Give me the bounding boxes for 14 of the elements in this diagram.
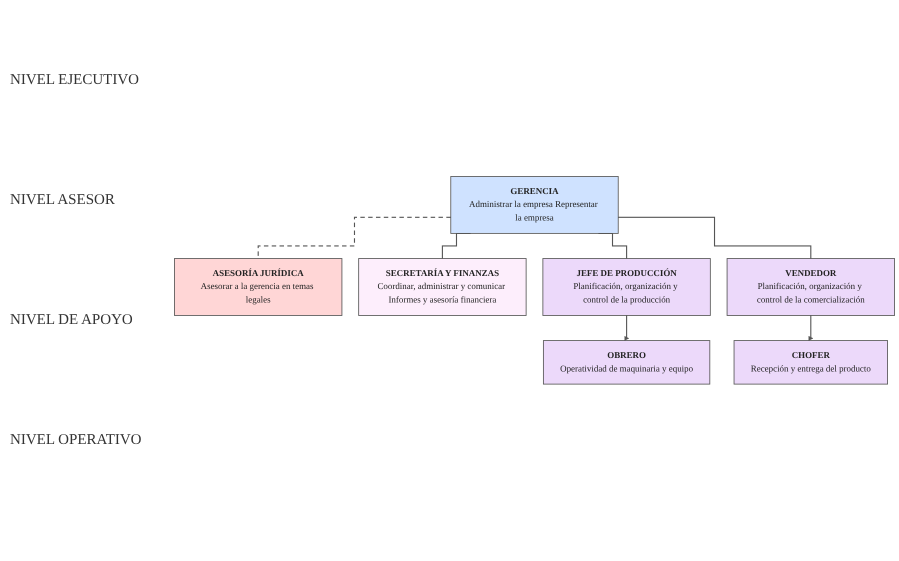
connector [618,217,812,260]
arrow [808,315,814,341]
level-label: NIVEL DE APOYO [10,312,134,330]
level-label: NIVEL ASESOR [10,192,116,209]
node-box: VENDEDOR Planificación, organización y control de la comercialización [726,258,895,316]
level-label: NIVEL EJECUTIVO [10,72,140,89]
node-box: OBRERO Operatividad de maquinaria y equipo [542,340,710,385]
node-box: GERENCIA Administrar la empresa Representar la empresa [450,176,619,234]
node-box: JEFE DE PRODUCCIÓN Planificación, organización y control de la producción [542,258,711,316]
node-box: CHOFER Recepción y entrega del producto [734,340,888,385]
level-label: NIVEL OPERATIVO [10,432,143,450]
node-box: ASESORÍA JURÍDICA Asesorar a la gerencia en temas legales [174,258,342,316]
node-box: SECRETARÍA Y FINANZAS Coordinar, administrar y comunicar Informes y asesoría financiera [358,258,527,316]
arrow [624,315,630,341]
